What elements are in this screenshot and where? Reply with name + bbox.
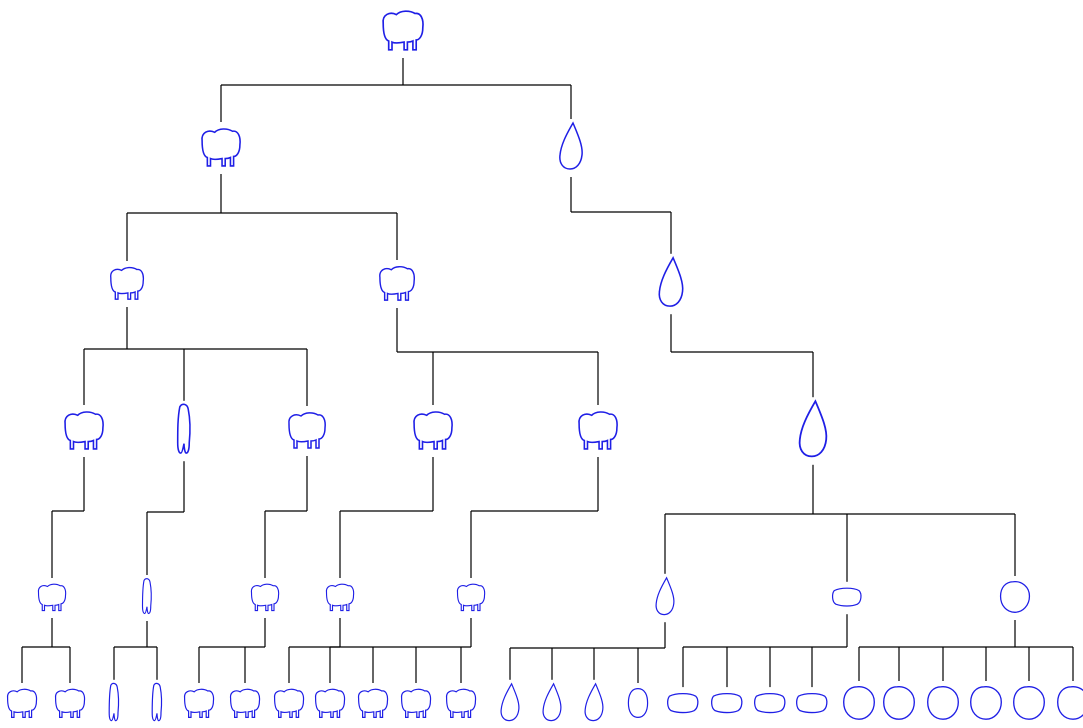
quadruped-a1a-shape	[37, 583, 67, 612]
flat-outline	[667, 693, 699, 714]
quadruped-group-b-shape	[379, 266, 415, 301]
tall-outline	[176, 403, 191, 454]
drop-outline	[584, 682, 604, 722]
leaf-flat-2-shape	[711, 693, 743, 714]
leaf-standing-2-shape	[151, 682, 163, 722]
animal-outline	[578, 411, 618, 450]
drop-outline	[500, 682, 520, 722]
leaf-quadruped-2-shape	[54, 688, 86, 719]
animal-outline	[379, 266, 415, 301]
animal-outline	[54, 688, 86, 719]
animal-outline	[110, 266, 145, 300]
drop-outline	[559, 121, 583, 170]
tall-outline	[141, 578, 152, 615]
animal-outline	[6, 688, 38, 719]
animal-outline	[250, 583, 280, 612]
leaf-round-4-shape	[970, 686, 1002, 720]
leaf-quadruped-5-shape	[273, 688, 305, 719]
animal-outline	[400, 688, 432, 719]
oval-outline	[627, 687, 649, 719]
leaf-drop-2-shape	[542, 682, 562, 722]
leaf-round-3-shape	[927, 686, 959, 720]
leaf-flat-3-shape	[754, 693, 786, 714]
flat-outline	[831, 587, 862, 607]
animal-outline	[273, 688, 305, 719]
animal-outline	[229, 688, 261, 719]
round-outline	[1013, 686, 1045, 720]
drop-outline	[798, 399, 828, 458]
tall-outline	[151, 682, 163, 722]
quadruped-b2-shape	[578, 411, 618, 450]
leaf-quadruped-3-shape	[183, 688, 215, 719]
animal-outline	[382, 10, 424, 51]
round-outline	[883, 686, 915, 720]
quadruped-a1-shape	[64, 411, 104, 450]
drop-outline	[658, 256, 684, 307]
leaf-flat-1-shape	[667, 693, 699, 714]
tall-outline	[108, 682, 120, 722]
round-outline	[1057, 686, 1083, 720]
standing-figure-b-shape	[141, 578, 152, 615]
quadruped-a3a-shape	[250, 583, 280, 612]
leaf-quadruped-6-shape	[314, 688, 346, 719]
quadruped-b1a-shape	[325, 583, 355, 612]
standing-figure-shape	[176, 403, 191, 454]
animal-outline	[183, 688, 215, 719]
leaf-quadruped-9-shape	[445, 688, 477, 719]
leaf-round-6-shape	[1057, 686, 1083, 720]
leaf-quadruped-4-shape	[229, 688, 261, 719]
leaf-quadruped-1-shape	[6, 688, 38, 719]
drop-level-2-shape	[658, 256, 684, 307]
animal-outline	[288, 412, 326, 449]
drop-level-3-shape	[798, 399, 828, 458]
animal-outline	[314, 688, 346, 719]
tree-edges	[21, 58, 1074, 688]
drop-outline	[655, 576, 675, 616]
leaf-standing-1-shape	[108, 682, 120, 722]
drop-silhouette-shape	[559, 121, 583, 170]
leaf-round-5-shape	[1013, 686, 1045, 720]
animal-outline	[37, 583, 67, 612]
round-outline	[999, 581, 1031, 613]
quadruped-b1-shape	[413, 411, 453, 450]
animal-outline	[445, 688, 477, 719]
animal-outline	[357, 688, 389, 719]
leaf-quadruped-7-shape	[357, 688, 389, 719]
leaf-round-2-shape	[883, 686, 915, 720]
round-outline	[927, 686, 959, 720]
flat-outline	[711, 693, 743, 714]
quadruped-b2a-shape	[456, 583, 486, 612]
leaf-drop-3-shape	[584, 682, 604, 722]
flat-oval-group-shape	[831, 587, 862, 607]
round-outline	[970, 686, 1002, 720]
leaf-round-1-shape	[843, 686, 875, 720]
quadruped-group-a-shape	[110, 266, 145, 300]
animal-outline	[325, 583, 355, 612]
animal-outline	[413, 411, 453, 450]
drop-outline	[542, 682, 562, 722]
leaf-drop-1-shape	[500, 682, 520, 722]
animal-outline	[456, 583, 486, 612]
root-silhouette-shape	[382, 10, 424, 51]
flat-outline	[754, 693, 786, 714]
round-group-shape	[999, 581, 1031, 613]
leaf-oval-1-shape	[627, 687, 649, 719]
tree-nodes	[6, 10, 1083, 722]
round-outline	[843, 686, 875, 720]
leaf-flat-4-shape	[796, 693, 828, 714]
animal-outline	[201, 128, 241, 167]
flat-outline	[796, 693, 828, 714]
leaf-quadruped-8-shape	[400, 688, 432, 719]
drop-group-shape	[655, 576, 675, 616]
quadruped-silhouette-shape	[201, 128, 241, 167]
quadruped-a3-shape	[288, 412, 326, 449]
animal-outline	[64, 411, 104, 450]
